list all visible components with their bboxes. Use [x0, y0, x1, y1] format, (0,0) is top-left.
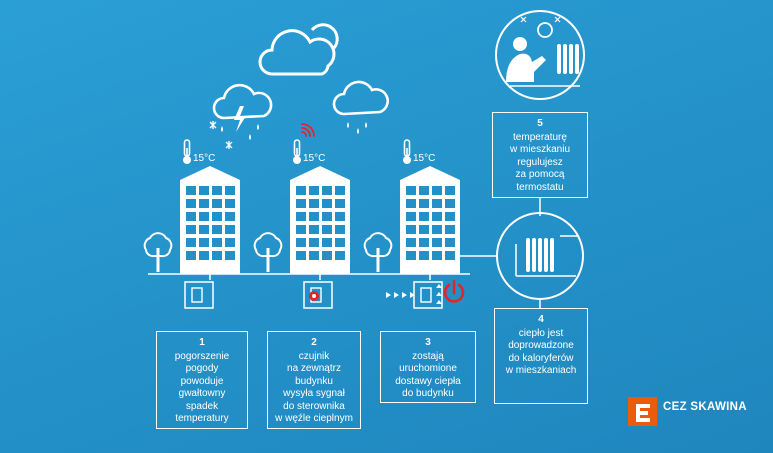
step-number: 5 — [537, 118, 543, 129]
temperature-label-3: 15°C — [413, 153, 436, 164]
building-2 — [290, 166, 350, 274]
signal-waves-icon — [301, 123, 315, 137]
rain-cloud-icon — [332, 80, 389, 134]
building-3 — [400, 166, 460, 274]
temperature-label-2: 15°C — [303, 153, 326, 164]
step-box-3: 3 zostają uruchomione dostawy ciepła do … — [380, 331, 476, 403]
step-number: 2 — [311, 337, 317, 348]
supply-arrows-icon — [386, 292, 415, 298]
step-text: ciepło jest doprowadzone do kaloryferów … — [505, 327, 577, 377]
radiator-circle — [496, 212, 584, 300]
step-text: zostają uruchomione dostawy ciepła do bu… — [395, 350, 461, 400]
person-thermostat-icon — [495, 10, 585, 100]
power-icon — [443, 279, 465, 303]
heat-node-1 — [184, 281, 214, 309]
step-number: 3 — [425, 337, 431, 348]
logo-mark — [628, 397, 657, 426]
step-number: 4 — [538, 314, 544, 325]
heat-up-arrows — [436, 284, 442, 304]
step-text: temperaturę w mieszkaniu regulujesz za p… — [509, 131, 571, 193]
step-text: pogorszenie pogody powoduje gwałtowny sp… — [174, 350, 230, 425]
step-box-1: 1 pogorszenie pogody powoduje gwałtowny … — [156, 331, 248, 429]
thermometer-icon — [182, 139, 192, 165]
building-1 — [180, 166, 240, 274]
step-text: czujnik na zewnątrz budynku wysyła sygna… — [275, 350, 353, 425]
radiator-icon — [526, 238, 554, 272]
tree-icon — [253, 232, 283, 273]
tree-icon — [143, 232, 173, 273]
thermometer-icon — [292, 139, 302, 165]
temperature-label-1: 15°C — [193, 153, 216, 164]
logo-text: CEZ SKAWINA — [663, 401, 747, 413]
radiator-icon — [557, 44, 579, 74]
step-box-2: 2 czujnik na zewnątrz budynku wysyła syg… — [267, 331, 361, 429]
step-number: 1 — [199, 337, 205, 348]
storm-cloud-icon — [209, 83, 273, 149]
thermometer-icon — [402, 139, 412, 165]
step-box-4: 4 ciepło jest doprowadzone do kaloryferó… — [494, 308, 588, 404]
tree-icon — [363, 232, 393, 273]
cloud-icon — [258, 23, 339, 76]
step-box-5: 5 temperaturę w mieszkaniu regulujesz za… — [492, 112, 588, 198]
